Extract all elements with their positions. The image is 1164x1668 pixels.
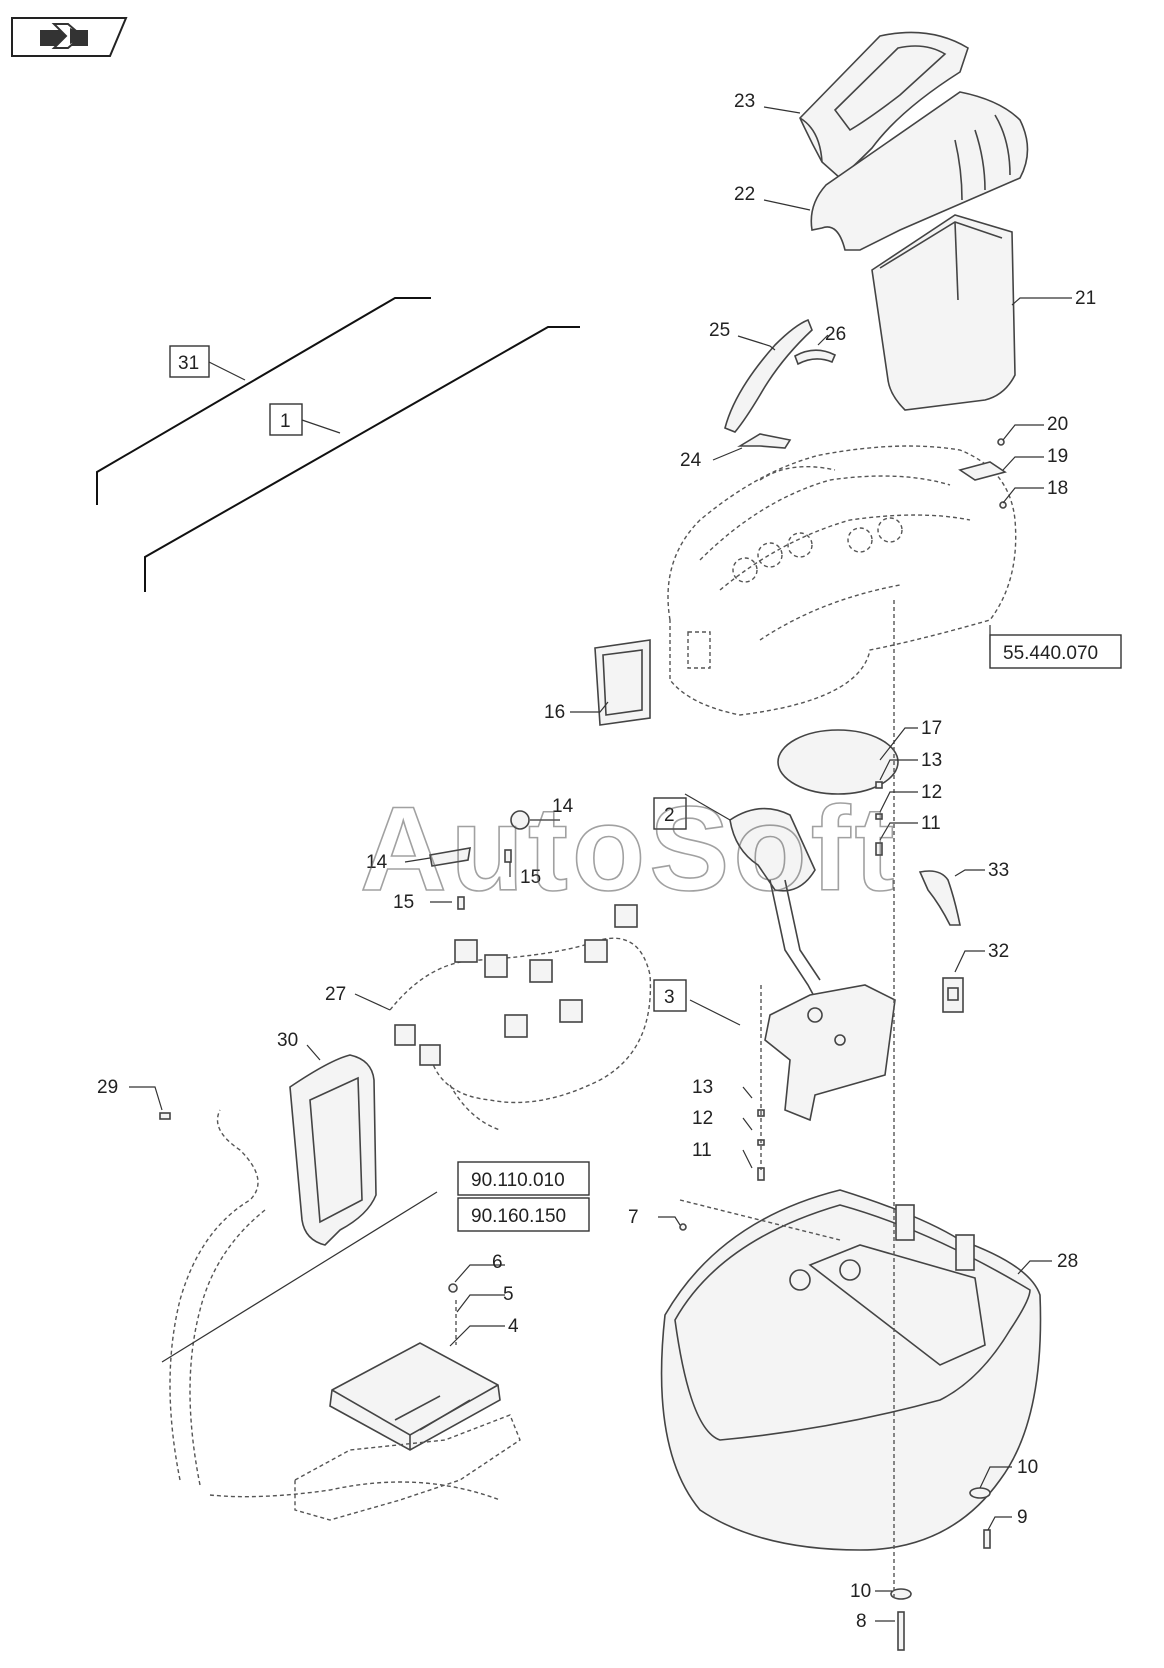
callout-19: 19 <box>1047 446 1068 467</box>
display-cable-phantom <box>169 1109 501 1501</box>
callout-6: 6 <box>492 1252 503 1273</box>
callout-10-bottom: 10 <box>850 1581 871 1602</box>
part-14-clip-upper <box>510 810 530 830</box>
reference-box-display-b[interactable]: 90.160.150 <box>457 1197 590 1232</box>
part-22-armrest-cushion <box>810 91 1029 251</box>
return-arrow-icon <box>40 23 88 49</box>
callout-13-upper: 13 <box>921 750 942 771</box>
part-25-label-strip <box>724 318 813 433</box>
reference-55-440-070: 55.440.070 <box>1003 643 1098 664</box>
reference-90-110-010: 90.110.010 <box>471 1170 565 1191</box>
part-30-main-display <box>289 1054 377 1246</box>
part-16-small-display <box>594 639 651 726</box>
part-19-plate <box>958 461 1007 481</box>
callout-7: 7 <box>628 1207 639 1228</box>
group-bracket-1 <box>144 326 580 592</box>
assembly-axis <box>679 600 895 1600</box>
callout-9: 9 <box>1017 1507 1028 1528</box>
callout-5: 5 <box>503 1284 514 1305</box>
reference-90-160-150: 90.160.150 <box>471 1206 566 1227</box>
part-20-screw <box>997 438 1005 446</box>
boxed-callout-2[interactable]: 2 <box>653 797 687 830</box>
callout-3: 3 <box>664 987 675 1008</box>
callout-18: 18 <box>1047 478 1068 499</box>
boxed-callout-1[interactable]: 1 <box>269 403 341 436</box>
part-32-latch <box>942 977 964 1013</box>
part-14-clip-lower <box>429 847 471 867</box>
callout-21: 21 <box>1075 288 1096 309</box>
return-to-index-button[interactable] <box>10 16 128 58</box>
callout-8: 8 <box>856 1611 867 1632</box>
part-17-pad <box>777 729 899 795</box>
callout-28: 28 <box>1057 1251 1078 1272</box>
part-33-trim <box>918 870 961 926</box>
part-2-joystick <box>729 807 821 999</box>
part-18-nut <box>999 501 1007 509</box>
boxed-callout-3[interactable]: 3 <box>653 979 687 1012</box>
reference-box-console[interactable]: 55.440.070 <box>989 634 1122 669</box>
callout-20: 20 <box>1047 414 1068 435</box>
hardware-upper-stack <box>875 781 883 856</box>
callout-numbers: 23 22 21 25 26 24 20 19 18 16 17 13 12 1… <box>97 91 1096 1632</box>
part-29-screw <box>159 1112 171 1120</box>
callout-2: 2 <box>664 805 675 826</box>
part-26-seal <box>794 349 837 366</box>
part-10-washer-right <box>969 1487 991 1499</box>
callout-15-lower: 15 <box>393 892 414 913</box>
part-4-control-unit <box>329 1342 501 1451</box>
callout-33: 33 <box>988 860 1009 881</box>
callout-24: 24 <box>680 450 702 471</box>
callout-32: 32 <box>988 941 1009 962</box>
callout-15-upper: 15 <box>520 867 541 888</box>
callout-26: 26 <box>825 324 846 345</box>
callout-1: 1 <box>280 411 291 432</box>
ecu-mount-phantom <box>294 1414 521 1521</box>
part-8-bolt <box>897 1611 905 1651</box>
callout-30: 30 <box>277 1030 298 1051</box>
callout-14-lower: 14 <box>366 852 388 873</box>
part-23-top-cover <box>799 31 969 180</box>
part-3-mounting-bracket <box>764 984 896 1122</box>
callout-27: 27 <box>325 984 346 1005</box>
callout-11-upper: 11 <box>921 813 941 834</box>
part-15-screw-lower <box>457 896 465 910</box>
part-6-screw <box>448 1283 458 1293</box>
part-27-wiring-harness <box>389 904 652 1131</box>
part-21-storage-bin <box>871 214 1016 411</box>
part-15-screw-upper <box>504 849 512 863</box>
callout-23: 23 <box>734 91 755 112</box>
callout-14-upper: 14 <box>552 796 574 817</box>
group-bracket-31 <box>96 297 431 505</box>
reference-box-display-a[interactable]: 90.110.010 <box>457 1161 590 1196</box>
callout-22: 22 <box>734 184 755 205</box>
part-7-pin <box>679 1223 687 1231</box>
callout-11-lower: 11 <box>692 1140 712 1161</box>
callout-31: 31 <box>178 353 199 374</box>
callout-29: 29 <box>97 1077 118 1098</box>
callout-12-lower: 12 <box>692 1108 713 1129</box>
boxed-callout-31[interactable]: 31 <box>169 345 246 381</box>
console-housing-phantom <box>667 445 1017 716</box>
part-28-base-tub <box>660 1189 1042 1551</box>
callout-17: 17 <box>921 718 942 739</box>
watermark: AutoSoft <box>360 782 898 916</box>
callout-12-upper: 12 <box>921 782 942 803</box>
callout-13-lower: 13 <box>692 1077 713 1098</box>
callout-4: 4 <box>508 1316 519 1337</box>
part-9-bolt <box>983 1529 991 1549</box>
part-10-washer-bottom <box>890 1588 912 1600</box>
callout-10-right: 10 <box>1017 1457 1038 1478</box>
leader-lines <box>129 106 1072 1622</box>
callout-16: 16 <box>544 702 565 723</box>
callout-25: 25 <box>709 320 730 341</box>
part-24-clip <box>737 433 792 449</box>
